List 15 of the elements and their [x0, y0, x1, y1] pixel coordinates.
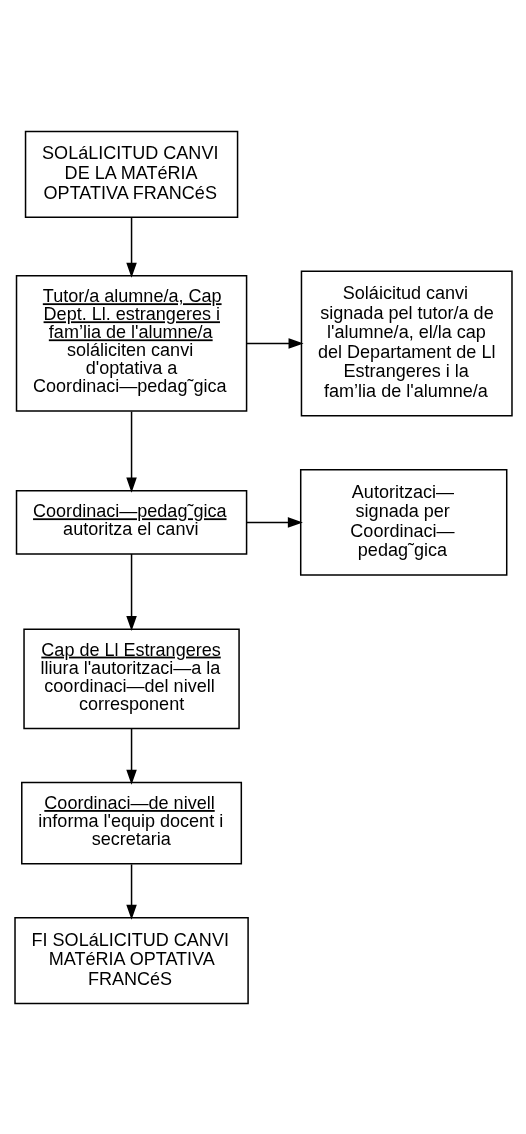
arrow [245, 516, 303, 528]
node-box: Soláicitud canvi signada pel tutor/a de l'alumne/a, el/la cap del Departament de Ll Estrangeres i la fam’lia de l'alumne/a [300, 270, 513, 416]
arrow [125, 863, 137, 920]
node-box: Autoritzaci— signada per Coordinaci— pedag˜gica [299, 468, 507, 576]
arrow [245, 337, 304, 349]
arrow [125, 727, 137, 785]
node-box: Coordinaci—de nivell informa l'equip docent i secretaria [20, 781, 242, 864]
arrow [125, 410, 137, 493]
arrow [125, 216, 137, 278]
node-box: Tutor/a alumne/a, Cap Dept. Ll. estrangeres i fam’lia de l'alumne/a soláliciten canvi d'optativa a Coordinaci—pedag˜gica [15, 274, 247, 412]
node-box: Cap de Ll Estrangeres lliura l'autoritzaci—a la coordinaci—del nivell corresponent [22, 627, 240, 729]
arrow [125, 552, 137, 631]
node-box: FI SOLáLICITUD CANVI MATéRIA OPTATIVA FRANCéS [13, 916, 249, 1004]
node-box: Coordinaci—pedag˜gica autoritza el canvi [15, 489, 247, 555]
node-box: SOLáLICITUD CANVI DE LA MATéRIA OPTATIVA FRANCéS [24, 130, 238, 218]
